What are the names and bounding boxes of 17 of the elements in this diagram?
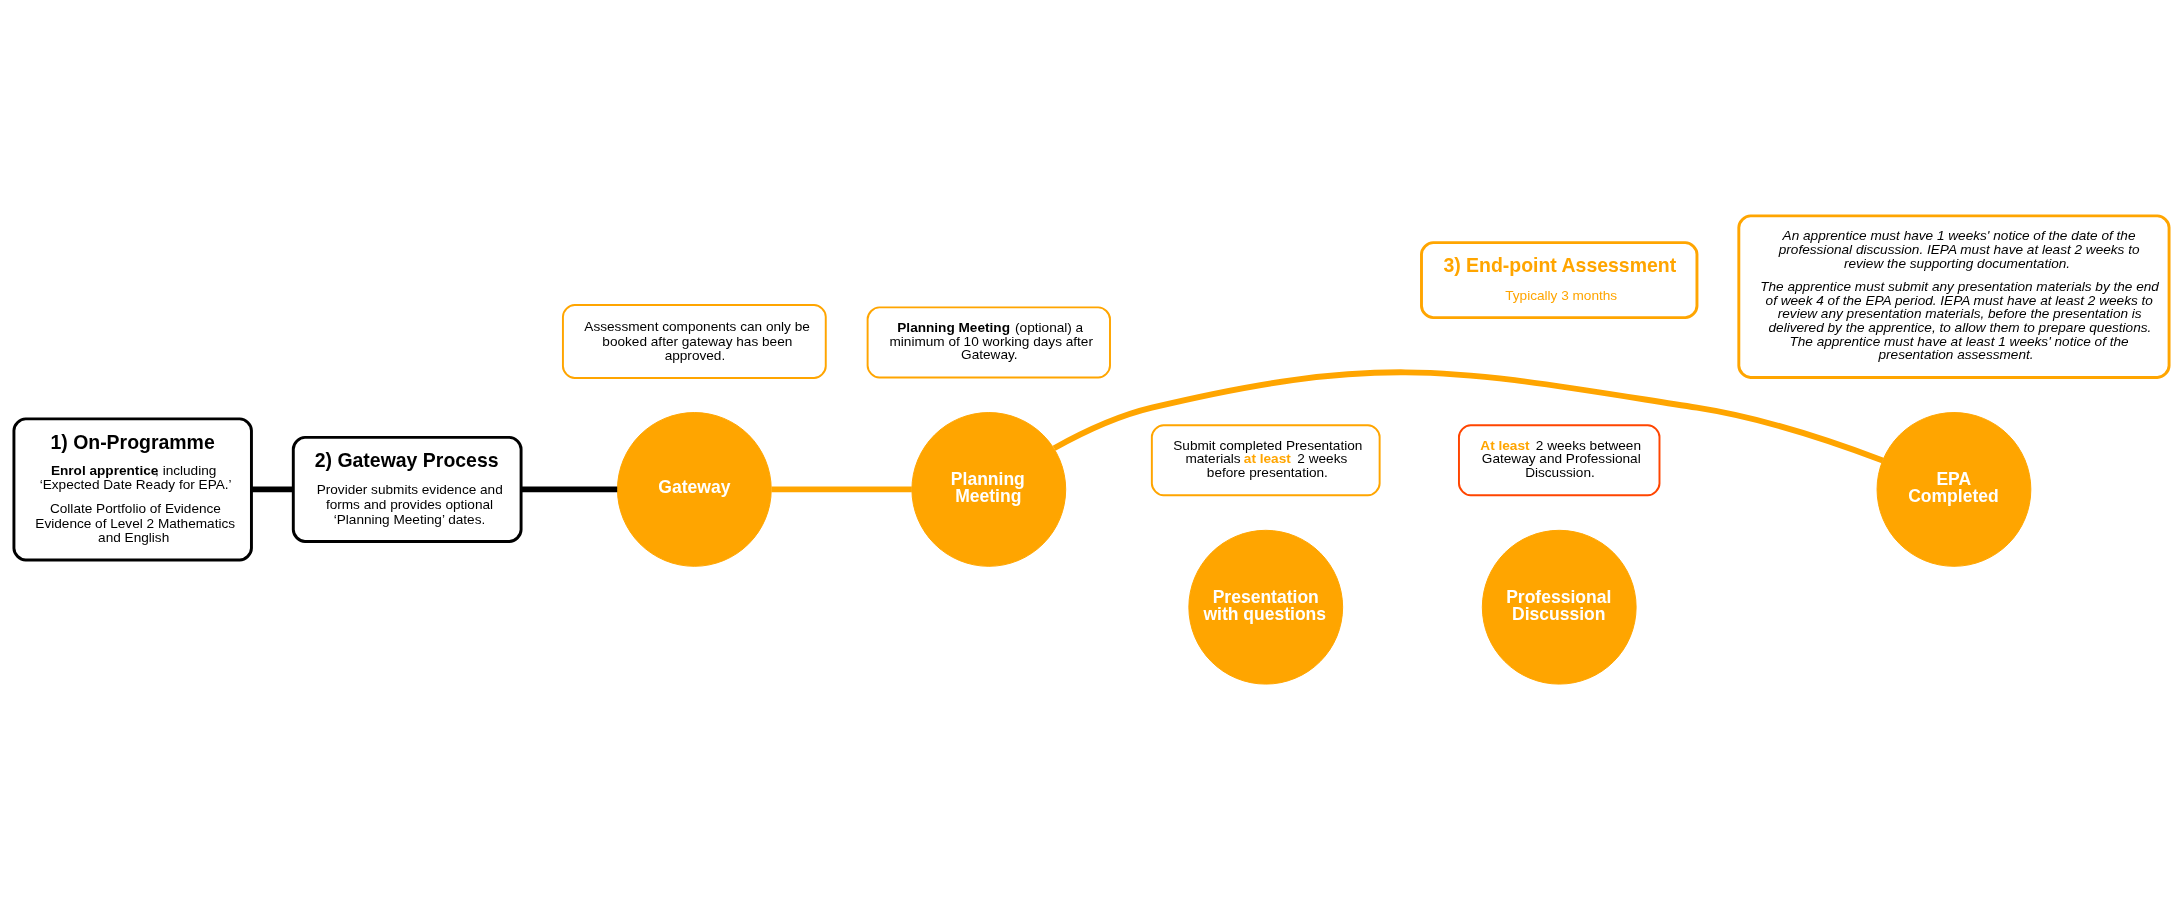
connector <box>771 486 912 492</box>
connector <box>1052 369 1884 463</box>
node-box: Assessment components can only be booked after gateway has been approved. <box>561 303 827 379</box>
node-box: Submit completed Presentation materials at least 2 weeks before presentation. <box>1150 423 1381 496</box>
connector <box>251 486 294 492</box>
node-box: At least 2 weeks between Gateway and Professional Discussion. <box>1458 423 1661 496</box>
node-box: An apprentice must have 1 weeks' notice of the date of the professional discussion. IEPA must have at least 2 weeks to review the supporting documentation. The apprentice must submit any presentation materials by the end of week 4 of the EPA period. IEPA must have at least 2 weeks to review any presentation materials, before the presentation is delivered by the apprentice, to allow them to prepare questions. The apprentice must have at least 1 weeks' notice of the presentation assessment. <box>1737 213 2171 379</box>
node-circle: Presentation with questions <box>1188 529 1344 685</box>
node-circle: Planning Meeting <box>911 411 1067 567</box>
node-circle: EPA Completed <box>1876 411 2032 567</box>
connector <box>521 486 618 492</box>
node-circle: Professional Discussion <box>1481 529 1637 685</box>
node-box: 1) On-Programme Enrol apprentice, including ‘Expected Date Ready for EPA.’ Collate Portfolio of Evidence Evidence of Level 2 Mathematics and English <box>12 416 253 561</box>
node-box: 3) End-point Assessment Typically 3 months <box>1420 240 1699 319</box>
node-circle: Gateway <box>616 411 772 567</box>
node-box: 2) Gateway Process Provider submits evidence and forms and provides optional ‘Planning Meeting’ dates. <box>291 435 523 543</box>
node-box: Planning Meeting (optional) a minimum of 10 working days after Gateway. <box>866 305 1111 378</box>
